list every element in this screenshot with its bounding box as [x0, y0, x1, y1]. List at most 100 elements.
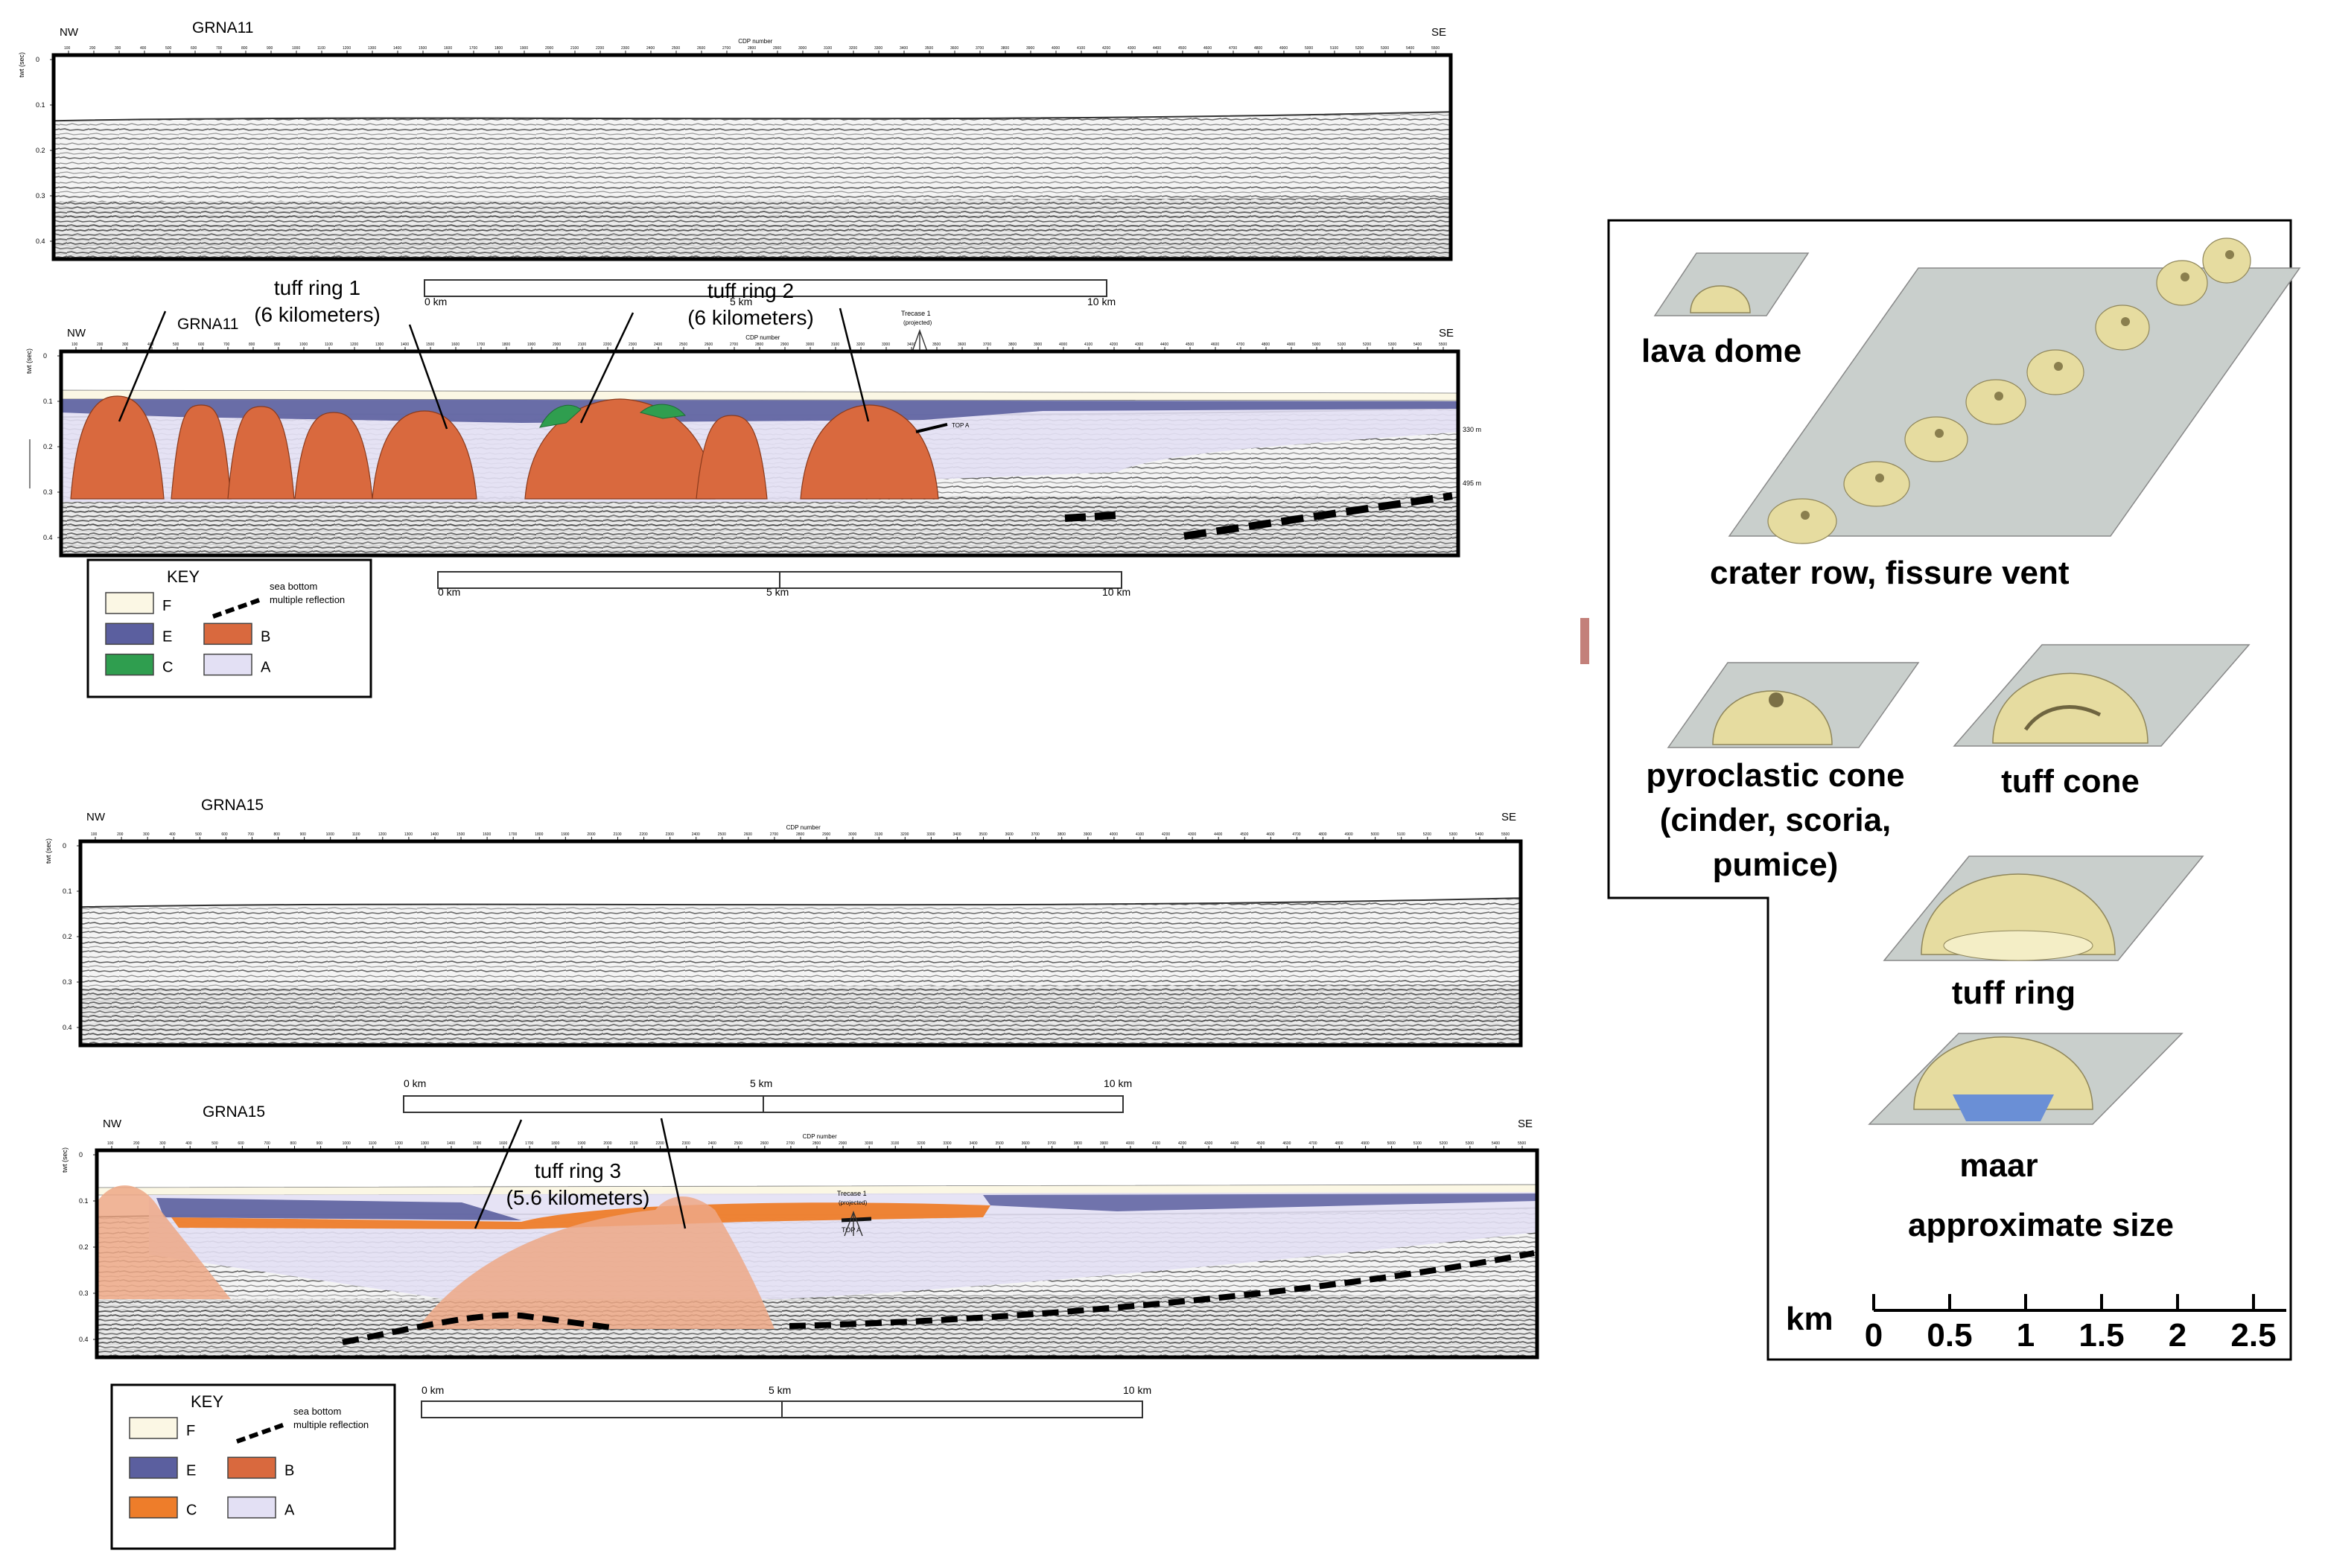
cdp-tick-label: 3100 [831, 342, 839, 347]
cdp-tick-label: 4600 [1266, 832, 1274, 837]
cdp-tick-label: 1300 [404, 832, 413, 837]
cdp-tick-label: 1800 [494, 46, 503, 51]
y-tick-label: 0.4 [43, 534, 53, 541]
cdp-tick-label: 3300 [874, 46, 882, 51]
scale-bar-label: 0 km [422, 1384, 444, 1396]
well-sublabel: (projected) [903, 319, 932, 326]
cdp-tick-label: 3800 [1008, 342, 1017, 347]
cdp-tick-label: 2400 [692, 832, 700, 837]
cdp-tick-label: 2800 [812, 1141, 821, 1146]
scale-bar-label: 0 km [404, 1077, 426, 1089]
swatch-label-A: A [284, 1502, 295, 1519]
tuff-ring-label: tuff ring [1952, 975, 2076, 1011]
unit-E-layer [156, 1198, 521, 1220]
cdp-tick-label: 4100 [1152, 1141, 1160, 1146]
cdp-tick-label: 3000 [806, 342, 814, 347]
cdp-tick-label: 100 [71, 342, 78, 347]
top-A-label: TOP A [842, 1226, 861, 1234]
lava-dome-label: lava dome [1641, 333, 1801, 369]
cdp-tick-label: 4800 [1335, 1141, 1343, 1146]
cdp-tick-label: 3800 [1057, 832, 1066, 837]
cdp-tick-label: 5300 [1388, 342, 1396, 347]
annotation-leader [579, 312, 634, 424]
y-axis-label: twt (sec) [61, 1147, 69, 1173]
scale-bar-label: 0 km [438, 586, 460, 598]
cdp-tick-label: 3400 [900, 46, 908, 51]
cdp-tick-label: 3700 [976, 46, 984, 51]
pyroclastic-label-line: pyroclastic cone [1646, 757, 1904, 794]
top-A-horizon [915, 423, 948, 433]
cdp-tick-label: 3600 [950, 46, 958, 51]
cdp-tick-label: 2700 [786, 1141, 795, 1146]
swatch-label-E: E [186, 1462, 196, 1479]
cdp-tick-label: 600 [221, 832, 228, 837]
cdp-tick-label: 5500 [1431, 46, 1440, 51]
cdp-tick-label: 1500 [473, 1141, 481, 1146]
km-scale-tick-label: 2 [2169, 1317, 2186, 1354]
cdp-tick-label: 3200 [856, 342, 865, 347]
cdp-tick-label: 5100 [1413, 1141, 1422, 1146]
y-tick-label: 0.3 [36, 192, 45, 200]
cdp-tick-label: 2100 [578, 342, 586, 347]
cdp-tick-label: 4700 [1229, 46, 1237, 51]
cdp-tick-label: 4500 [1256, 1141, 1265, 1146]
cdp-tick-label: 300 [159, 1141, 166, 1146]
cdp-tick-label: 5300 [1381, 46, 1389, 51]
swatch-label-B: B [284, 1462, 294, 1479]
unit-B-mound [372, 410, 477, 500]
cdp-tick-label: 5200 [1363, 342, 1371, 347]
swatch-B [203, 622, 252, 646]
cdp-tick-label: 1100 [325, 342, 333, 347]
swatch-label-C: C [186, 1502, 197, 1519]
cdp-tick-label: 600 [238, 1141, 244, 1146]
cdp-tick-label: 1800 [535, 832, 543, 837]
crater-cone [2026, 349, 2084, 395]
y-tick-label: 0.2 [79, 1243, 89, 1251]
marker-tab [1580, 618, 1589, 664]
cdp-tick-label: 900 [300, 832, 307, 837]
cdp-tick-label: 2300 [666, 832, 674, 837]
cdp-tick-label: 3100 [824, 46, 832, 51]
cdp-tick-label: 3200 [917, 1141, 925, 1146]
cdp-tick-label: 1800 [502, 342, 510, 347]
multiple-reflection [1183, 492, 1453, 540]
y-axis-label: twt (sec) [18, 52, 25, 77]
cdp-tick-label: 4600 [1211, 342, 1219, 347]
cdp-tick-label: 4300 [1127, 46, 1136, 51]
swatch-label-C: C [162, 660, 173, 676]
unit-B-mound [294, 412, 373, 500]
cdp-tick-label: 900 [267, 46, 273, 51]
cdp-tick-label: 5300 [1449, 832, 1457, 837]
line-name: GRNA15 [203, 1103, 265, 1121]
direction-left: NW [60, 26, 79, 39]
cdp-tick-label: 3600 [958, 342, 966, 347]
cdp-tick-label: 4600 [1282, 1141, 1291, 1146]
km-label: km [1786, 1301, 1833, 1337]
cdp-tick-label: 700 [216, 46, 223, 51]
crater-vent [1875, 474, 1884, 482]
cdp-tick-label: 1000 [292, 46, 300, 51]
cdp-tick-label: 1300 [375, 342, 384, 347]
cdp-tick-label: 300 [115, 46, 121, 51]
swatch-A [227, 1496, 276, 1519]
cdp-tick-label: 1700 [525, 1141, 533, 1146]
swatch-F [105, 592, 154, 614]
cdp-tick-label: 5000 [1371, 832, 1379, 837]
cdp-tick-label: 1600 [483, 832, 491, 837]
cdp-tick-label: 2400 [646, 46, 655, 51]
cdp-tick-label: 2000 [553, 342, 561, 347]
cdp-tick-label: 3000 [848, 832, 856, 837]
annotation-leader [474, 1119, 523, 1229]
y-tick-label: 0 [36, 56, 39, 63]
y-tick-label: 0.1 [63, 887, 72, 895]
well-symbol [844, 1211, 863, 1237]
crater-vent [2181, 273, 2189, 281]
cdp-tick-label: 2900 [839, 1141, 847, 1146]
cdp-tick-label: 3900 [1084, 832, 1092, 837]
cdp-tick-label: 1600 [444, 46, 452, 51]
cdp-tick-label: 1500 [426, 342, 434, 347]
cdp-tick-label: 3300 [926, 832, 935, 837]
cdp-tick-label: 400 [140, 46, 147, 51]
